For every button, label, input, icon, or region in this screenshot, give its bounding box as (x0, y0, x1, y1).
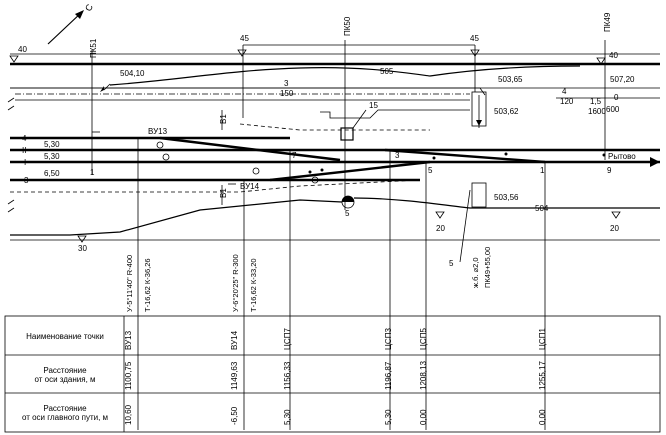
station-tracks: 4 II I 3 5,30 5,30 6,50 ВУ13 ВУ14 7 3 5 … (10, 123, 660, 193)
contour-top: 40 45 45 40 (9, 34, 660, 118)
switch-label: ВУ13 (148, 127, 168, 136)
table-cell-name: ВУ13 (124, 330, 133, 350)
switch-number: 9 (607, 166, 612, 175)
curve-label: 503,65 (498, 75, 523, 84)
picket-label: ПК49 (603, 12, 612, 32)
contour-label: 40 (18, 45, 27, 54)
upper-tracks: 504,10 505 503,65 507,20 3 150 4 120 1,5… (10, 62, 660, 116)
contour-label: 45 (470, 34, 479, 43)
switch-number: 5 (428, 166, 433, 175)
north-label: С (83, 2, 95, 13)
track-label: 3 (24, 176, 29, 185)
switch-number: 1 (90, 168, 95, 177)
table-cell-building: 1149,63 (230, 361, 239, 390)
gradient-value: 120 (560, 97, 574, 106)
callout-label: 15 (369, 101, 378, 110)
vertical-note: Т-16,62 К-36,26 (143, 258, 152, 312)
gradient-value: 1,5 (590, 97, 602, 106)
vertical-note: У-5°11'40" R-400 (125, 255, 134, 312)
track-offset: 5,30 (44, 152, 60, 161)
curve-label: 504 (535, 204, 549, 213)
contour-label: 30 (78, 244, 87, 253)
table-cell-name: ВУ14 (230, 330, 239, 350)
table-cell-name: ЦСП5 (419, 328, 428, 350)
vertical-note: Т-16,62 К-33,20 (249, 258, 258, 312)
curve-label: 507,20 (610, 75, 635, 84)
curve-label: 503,56 (494, 193, 519, 202)
table-cell-building: 1208,13 (419, 361, 428, 390)
axis-markers: В1 В1 (219, 110, 228, 205)
table-cell-track: 5,30 (384, 409, 393, 425)
contour-label: 45 (240, 34, 249, 43)
picket-marks: ПК51 ПК50 ПК49 (89, 12, 612, 210)
switch-number: 7 (292, 151, 297, 160)
gradient-value: 1600 (588, 107, 606, 116)
vertical-note: ж.б. ⌀2,0 (471, 257, 480, 288)
curve-label: 503,62 (494, 107, 519, 116)
picket-label: ПК50 (343, 16, 352, 36)
table-cell-building: 1196,87 (384, 361, 393, 390)
station-label: Рытово (608, 152, 636, 161)
curve-label: 505 (380, 67, 394, 76)
gradient-value: 0 (614, 93, 619, 102)
track-label: II (22, 146, 26, 155)
table-cell-name: ЦСП1 (538, 328, 547, 350)
table-cell-name: ЦСП7 (283, 328, 292, 350)
building-15: 15 (320, 101, 470, 141)
table-cell-track: 5,30 (283, 409, 292, 425)
lower-section: 5 504 30 20 20 5 (7, 97, 660, 268)
gradient-value: 150 (280, 89, 294, 98)
gradient-value: 4 (562, 87, 567, 96)
axis-label: В1 (219, 114, 228, 124)
axis-label: В1 (219, 188, 228, 198)
leader-lines: У-5°11'40" R-400 Т-16,62 К-36,26 У-6°20'… (125, 138, 546, 430)
table-cell-track: 0,00 (538, 409, 547, 425)
table-row-label-track: Расстояние от оси главного пути, м (21, 404, 109, 422)
table-cell-track: -6,50 (230, 406, 239, 425)
table-cell-track: 10,60 (124, 404, 133, 425)
contour-label: 20 (610, 224, 619, 233)
picket-label: ПК51 (89, 38, 98, 58)
contour-label: 40 (609, 51, 618, 60)
table-cell-name: ЦСП3 (384, 328, 393, 350)
culvert: 503,62 503,56 (471, 91, 519, 208)
table-cell-building: 1100,75 (124, 361, 133, 390)
table-row-label-building: Расстояние от оси здания, м (34, 366, 96, 384)
callout-label: 5 (449, 259, 454, 268)
contour-label: 20 (436, 224, 445, 233)
vertical-note: ПК49+55,00 (483, 247, 492, 288)
table-cell-building: 1255,17 (538, 361, 547, 390)
gradient-value: 600 (606, 105, 620, 114)
north-arrow: С (47, 2, 95, 45)
curve-label: 504,10 (120, 69, 145, 78)
switch-number: 3 (395, 151, 400, 160)
gradient-value: 3 (284, 79, 289, 88)
track-offset: 6,50 (44, 169, 60, 178)
table-cell-track: 0,00 (419, 409, 428, 425)
switch-number: 1 (540, 166, 545, 175)
table-cell-building: 1156,33 (283, 361, 292, 390)
table-row-label-name: Наименование точки (26, 331, 104, 341)
track-label: I (24, 158, 26, 167)
vertical-note: У-6°20'25" R-300 (231, 254, 240, 312)
track-offset: 5,30 (44, 140, 60, 149)
track-label: 4 (22, 134, 27, 143)
callout-label: 5 (345, 209, 350, 218)
switch-label: ВУ14 (240, 182, 260, 191)
points-table: Наименование точки Расстояние от оси зда… (4, 315, 661, 433)
